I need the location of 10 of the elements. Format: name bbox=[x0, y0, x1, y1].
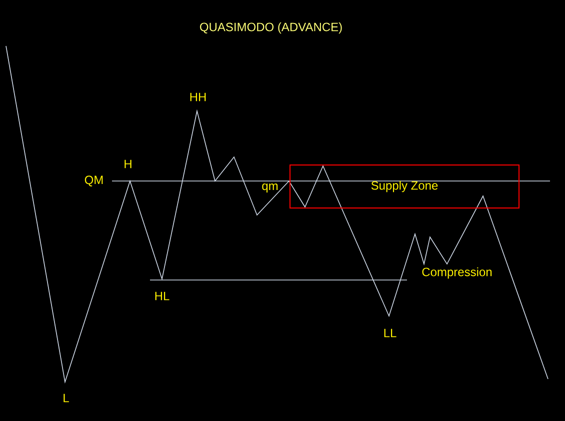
point-label: LL bbox=[384, 328, 396, 338]
title: QUASIMODO (ADVANCE) bbox=[200, 22, 342, 34]
point-label: QM bbox=[84, 176, 103, 186]
point-label: Compression bbox=[422, 267, 492, 279]
point-label: H bbox=[124, 160, 132, 168]
point-label: HH bbox=[190, 92, 206, 102]
point-label: L bbox=[64, 394, 69, 402]
point-label: qm bbox=[262, 184, 278, 192]
zone-box: Supply Zone bbox=[290, 164, 520, 208]
point-label: HL bbox=[155, 292, 170, 300]
